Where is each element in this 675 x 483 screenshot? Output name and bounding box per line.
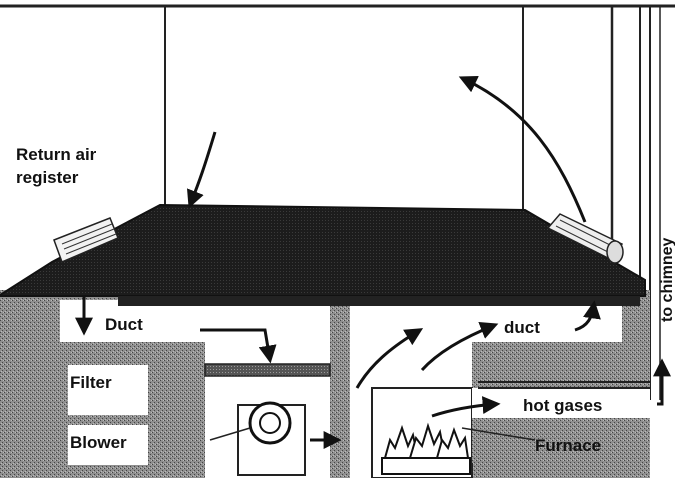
return-air-label-line1: Return air [16,145,97,164]
rise-arrow-2 [420,321,499,372]
chimney-flue [478,381,650,389]
return-air-label-line2: register [16,168,79,187]
duct-label-right: duct [504,318,540,337]
floor-slab [0,203,646,297]
return-airflow-arrow [186,131,217,209]
hot-gases-label: hot gases [523,396,602,415]
filter-label: Filter [70,373,112,392]
duct-right-arrow [200,328,277,364]
room-walls [0,4,675,400]
rise-arrow-1 [355,328,424,389]
furnace-label: Furnace [535,436,601,455]
hot-gases-arrow [431,396,501,418]
airflow-arrows [75,75,671,449]
supply-airflow-arrow [458,75,587,223]
return-air-register [53,217,119,264]
furnace-leader-line [461,427,536,441]
blower-unit [209,401,306,476]
basement-structure [0,290,650,479]
furnace-flames [381,422,471,475]
duct-up-arrow [574,300,601,332]
filter-element [204,363,331,377]
blower-label: Blower [70,433,127,452]
supply-register [546,213,624,264]
chimney-up-arrow [653,358,671,406]
duct-label-left: Duct [105,315,143,334]
to-chimney-label: to chimney [659,237,675,322]
